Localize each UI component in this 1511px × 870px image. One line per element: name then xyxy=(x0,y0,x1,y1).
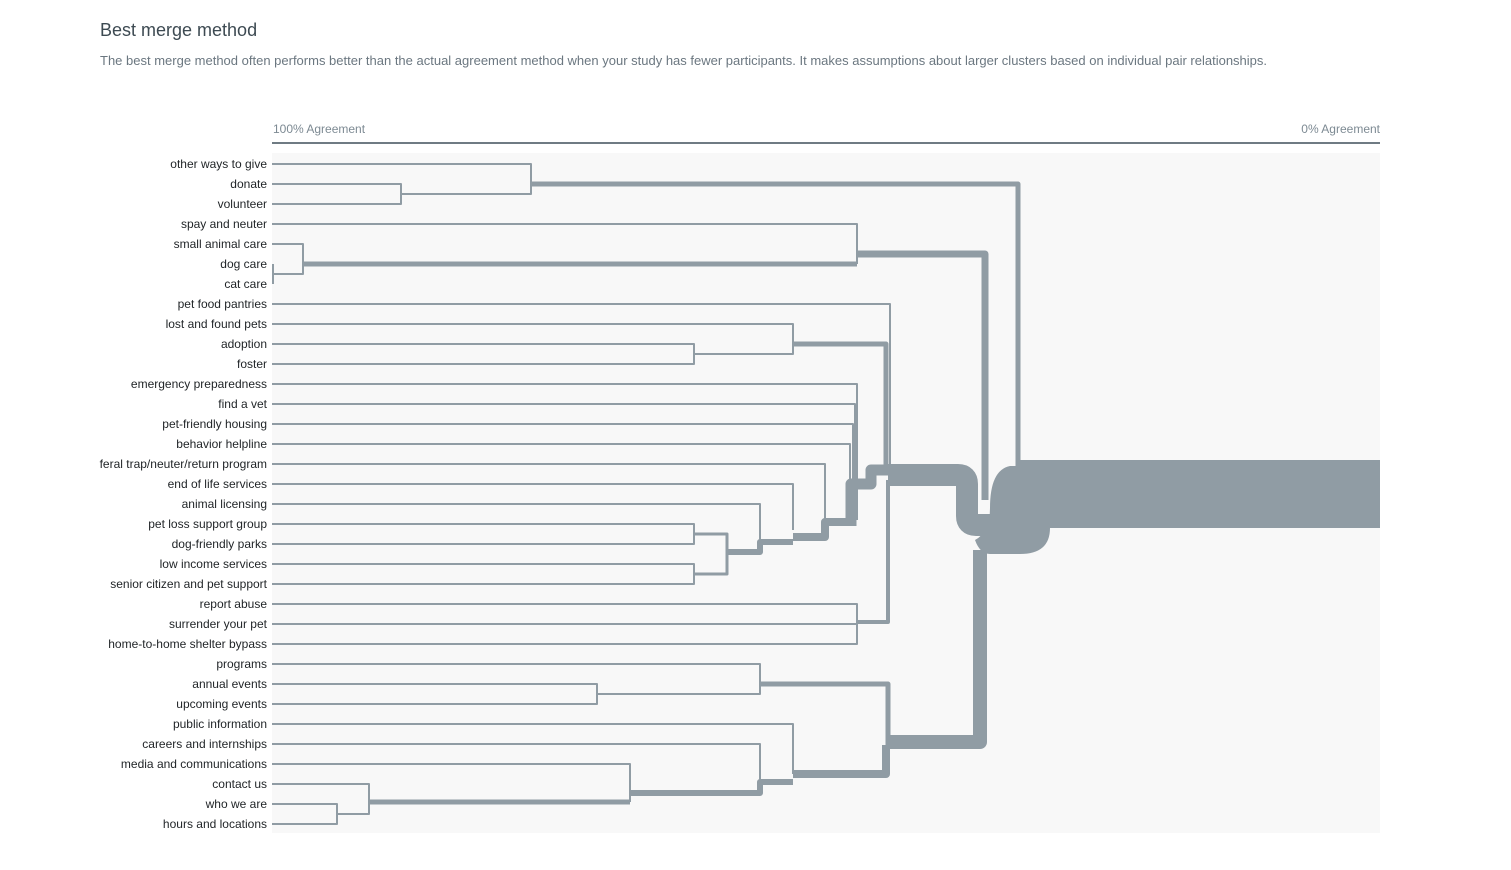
branch-small-animal-care xyxy=(272,243,304,275)
leaf-label: hours and locations xyxy=(163,817,267,831)
branch-media xyxy=(272,763,631,802)
leaf-label: adoption xyxy=(221,337,267,351)
branch-programs xyxy=(272,663,761,695)
branch-giving-trunk xyxy=(531,181,1021,480)
branch-giving xyxy=(272,163,532,195)
leaf-label: pet loss support group xyxy=(148,517,267,531)
branch-events-trunk xyxy=(760,681,891,745)
branch-report-abuse xyxy=(272,603,858,624)
leaf-label: careers and internships xyxy=(142,737,267,751)
leaf-label: dog-friendly parks xyxy=(172,537,267,551)
branch-root-trunk xyxy=(1020,460,1380,528)
leaf-label: behavior helpline xyxy=(176,437,267,451)
branch-services-a xyxy=(727,539,793,555)
leaf-label: animal licensing xyxy=(182,497,267,511)
branch-services-c xyxy=(845,464,890,526)
leaf-label: spay and neuter xyxy=(181,217,267,231)
leaf-label: pet-friendly housing xyxy=(162,417,267,431)
leaf-label: dog care xyxy=(220,257,267,271)
branch-about-a xyxy=(630,779,793,796)
branch-careers xyxy=(272,743,761,782)
leaf-label: home-to-home shelter bypass xyxy=(108,637,267,651)
leaf-label: small animal care xyxy=(174,237,268,251)
leaf-label: donate xyxy=(230,177,267,191)
leaf-label: cat care xyxy=(224,277,267,291)
branch-lower-merge xyxy=(886,550,987,749)
branch-main-merge xyxy=(888,464,1000,536)
leaf-label: who we are xyxy=(205,797,268,811)
leaf-label: emergency preparedness xyxy=(131,377,267,391)
branch-feral-program xyxy=(272,463,826,520)
leaf-label: end of life services xyxy=(168,477,267,491)
leaf-label: contact us xyxy=(212,777,267,791)
dendrogram-branches xyxy=(272,163,1021,825)
axis-label-low-agreement: 0% Agreement xyxy=(1301,122,1380,136)
leaf-labels: other ways to give donate volunteer spay an… xyxy=(100,157,268,831)
branch-surrender-bypass xyxy=(272,623,858,645)
leaf-label: foster xyxy=(237,357,267,371)
leaf-label: other ways to give xyxy=(170,157,267,171)
leaf-label: report abuse xyxy=(200,597,268,611)
branch-services-b xyxy=(793,518,851,541)
branch-lost-found xyxy=(272,323,794,355)
agreement-axis-line xyxy=(272,142,1380,144)
branch-pet-food-pantries xyxy=(272,303,891,470)
leaf-label: upcoming events xyxy=(176,697,267,711)
leaf-label: low income services xyxy=(160,557,267,571)
branch-public-info xyxy=(272,723,794,774)
branch-care-trunk xyxy=(857,250,989,500)
branch-adoption-trunk xyxy=(793,341,889,470)
page-title: Best merge method xyxy=(100,20,258,40)
leaf-label: volunteer xyxy=(218,197,267,211)
branch-animal-licensing xyxy=(272,503,761,544)
leaf-label: annual events xyxy=(192,677,267,691)
branch-end-of-life xyxy=(272,483,794,530)
branch-about-b xyxy=(793,745,890,778)
page-description: The best merge method often performs bet… xyxy=(100,53,1268,68)
leaf-label: pet food pantries xyxy=(178,297,267,311)
leaf-label: senior citizen and pet support xyxy=(110,577,267,591)
leaf-label: public information xyxy=(173,717,267,731)
axis-label-high-agreement: 100% Agreement xyxy=(273,122,366,136)
leaf-label: media and communications xyxy=(121,757,267,771)
branch-surrender-trunk xyxy=(857,480,890,624)
branch-emergency xyxy=(272,383,858,520)
leaf-label: surrender your pet xyxy=(169,617,268,631)
leaf-label: find a vet xyxy=(218,397,267,411)
branch-contact-us xyxy=(272,783,370,815)
leaf-label: lost and found pets xyxy=(166,317,267,331)
leaf-label: programs xyxy=(216,657,267,671)
leaf-label: feral trap/neuter/return program xyxy=(100,457,267,471)
